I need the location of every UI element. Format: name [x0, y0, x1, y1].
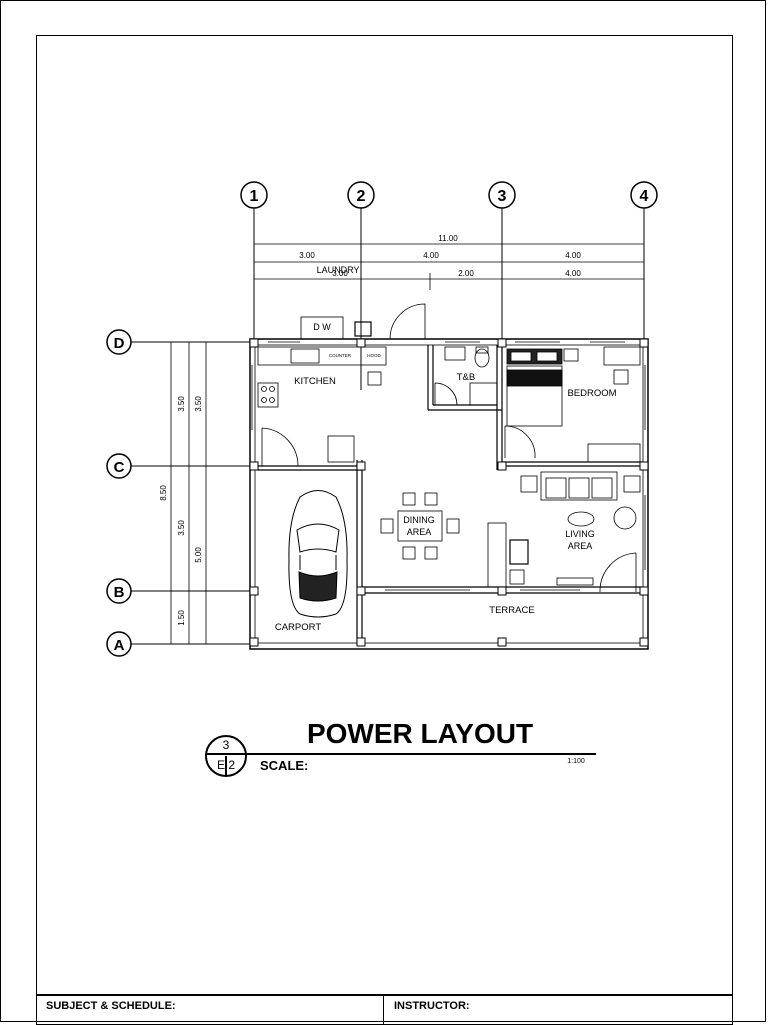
subject-schedule-label: SUBJECT & SCHEDULE:: [46, 1000, 176, 1012]
instructor-field: INSTRUCTOR:: [384, 996, 733, 1024]
fixture-label-dw: D W: [313, 322, 331, 332]
sheet-code: E 2: [217, 758, 235, 772]
exterior-walls: [249, 338, 649, 650]
dimension-label: 1.50: [177, 610, 186, 626]
drawing-reference-symbol: 3 E 2: [205, 735, 596, 777]
scale-label: SCALE:: [260, 758, 308, 773]
doors: [261, 303, 637, 593]
grid-label: 4: [640, 188, 649, 205]
instructor-label: INSTRUCTOR:: [394, 1000, 470, 1012]
dimension-label: 5.00: [194, 547, 203, 563]
dimension-overall: 11.00: [438, 234, 458, 243]
dimension-label: 4.00: [565, 269, 581, 278]
title-block: SUBJECT & SCHEDULE: INSTRUCTOR:: [36, 994, 733, 1024]
drawing-title: POWER LAYOUT: [307, 718, 533, 749]
room-label-living: LIVING: [565, 529, 595, 539]
dimension-label: 3.50: [194, 396, 203, 412]
subject-schedule-field: SUBJECT & SCHEDULE:: [36, 996, 384, 1024]
windows: [251, 341, 646, 591]
fixture-label-counter: COUNTER: [329, 353, 352, 358]
dimension-label: 3.50: [177, 520, 186, 536]
dimension-lines-vertical: [165, 341, 250, 645]
dimension-label: 3.00: [299, 251, 315, 260]
room-label-dining: DINING: [403, 515, 435, 525]
dimension-lines-horizontal: [253, 238, 645, 290]
kitchen-fixtures: [257, 316, 387, 463]
grid-row-c: C: [106, 453, 258, 479]
grid-label: B: [114, 584, 125, 601]
fixture-label-hood: HOOD: [367, 353, 381, 358]
grid-column-2: 2: [347, 181, 375, 390]
grid-label: A: [114, 637, 125, 654]
living-furniture: [487, 471, 641, 588]
bedroom-fixtures: [506, 346, 641, 463]
dining-set: [380, 492, 460, 560]
grid-label: 3: [498, 188, 507, 205]
structural-columns: [249, 338, 649, 647]
scale-value: 1:100: [567, 758, 585, 765]
dimension-vertical-overall: 8.50: [159, 485, 168, 501]
car-icon: [288, 490, 348, 618]
grid-label: D: [114, 335, 125, 352]
dimension-label: 3.00: [332, 269, 348, 278]
dimension-label: 2.00: [458, 269, 474, 278]
room-label-terrace: TERRACE: [489, 605, 534, 616]
room-label-kitchen: KITCHEN: [294, 376, 336, 387]
grid-row-b: B: [106, 578, 258, 604]
room-label-dining-area: AREA: [407, 527, 432, 537]
grid-label: C: [114, 459, 125, 476]
dimension-label: 3.50: [177, 396, 186, 412]
grid-label: 2: [357, 188, 366, 205]
dimension-label: 4.00: [423, 251, 439, 260]
room-label-tb: T&B: [457, 372, 475, 383]
room-label-carport: CARPORT: [275, 622, 321, 633]
grid-label: 1: [250, 188, 259, 205]
toilet-bath-fixtures: [444, 346, 498, 406]
sheet-number: 3: [223, 738, 230, 752]
dimension-label: 4.00: [565, 251, 581, 260]
room-label-living-area: AREA: [568, 541, 593, 551]
room-label-bedroom: BEDROOM: [567, 388, 616, 399]
room-label-laundry: LAUNDRY: [317, 265, 360, 275]
